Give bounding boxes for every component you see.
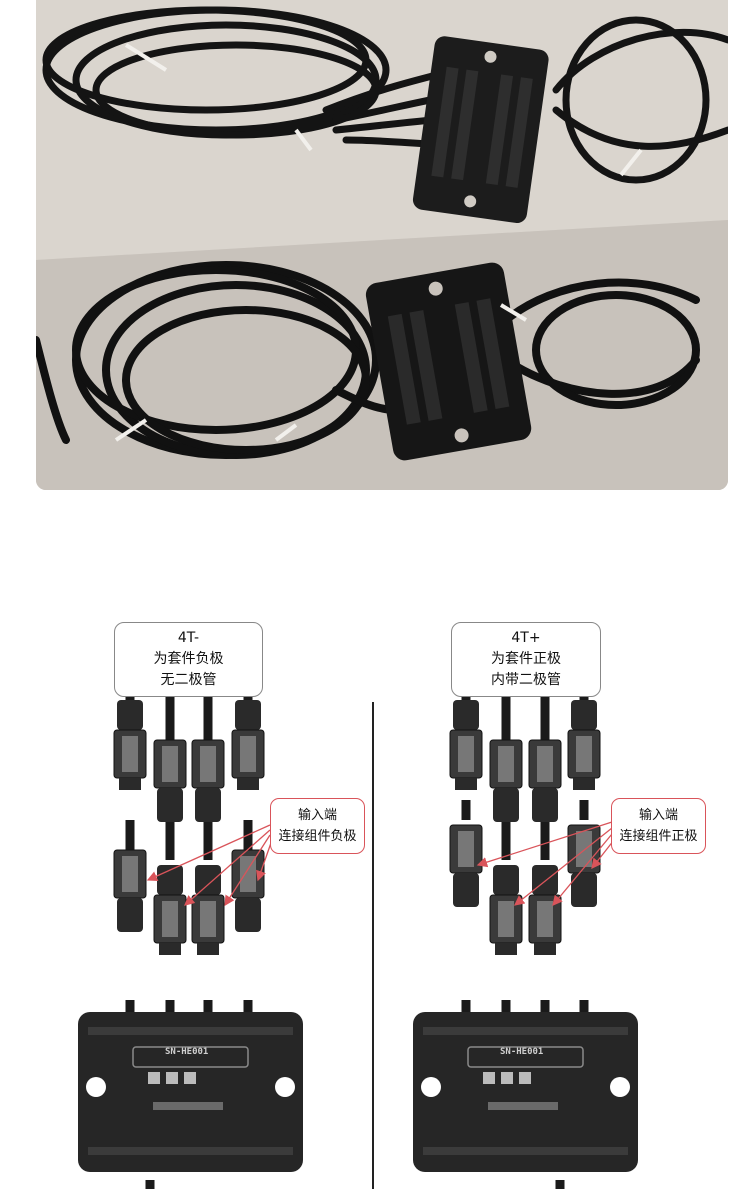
right-assembly: SN-HE001 <box>412 685 639 1189</box>
left-callout: 输入端 连接组件负极 <box>270 798 365 854</box>
right-label-box: 4T+ 为套件正极 内带二极管 <box>451 622 601 697</box>
wiring-diagram: SN-HE001 <box>0 560 750 1189</box>
photo-illustration <box>36 0 728 490</box>
panel-divider <box>372 702 374 1189</box>
left-label-box: 4T- 为套件负极 无二极管 <box>114 622 263 697</box>
diagram-graphics: SN-HE001 <box>77 685 639 1189</box>
left-label-line-2: 为套件负极 <box>153 651 224 667</box>
left-label-line-1: 4T- <box>177 630 200 646</box>
right-label-line-3: 内带二极管 <box>491 672 561 688</box>
right-callout-line-1: 输入端 <box>638 808 678 823</box>
right-label-line-2: 为套件正极 <box>491 651 561 667</box>
left-label-line-3: 无二极管 <box>160 672 217 688</box>
right-callout-line-2: 连接组件正极 <box>619 829 698 844</box>
left-callout-line-2: 连接组件负极 <box>278 829 357 844</box>
right-box-code: SN-HE001 <box>500 1047 543 1057</box>
left-box-code: SN-HE001 <box>165 1047 208 1057</box>
left-callout-line-1: 输入端 <box>297 808 337 823</box>
right-label-line-1: 4T+ <box>511 630 541 646</box>
right-callout: 输入端 连接组件正极 <box>611 798 706 854</box>
product-photo <box>36 0 728 490</box>
left-assembly: SN-HE001 <box>77 685 304 1189</box>
